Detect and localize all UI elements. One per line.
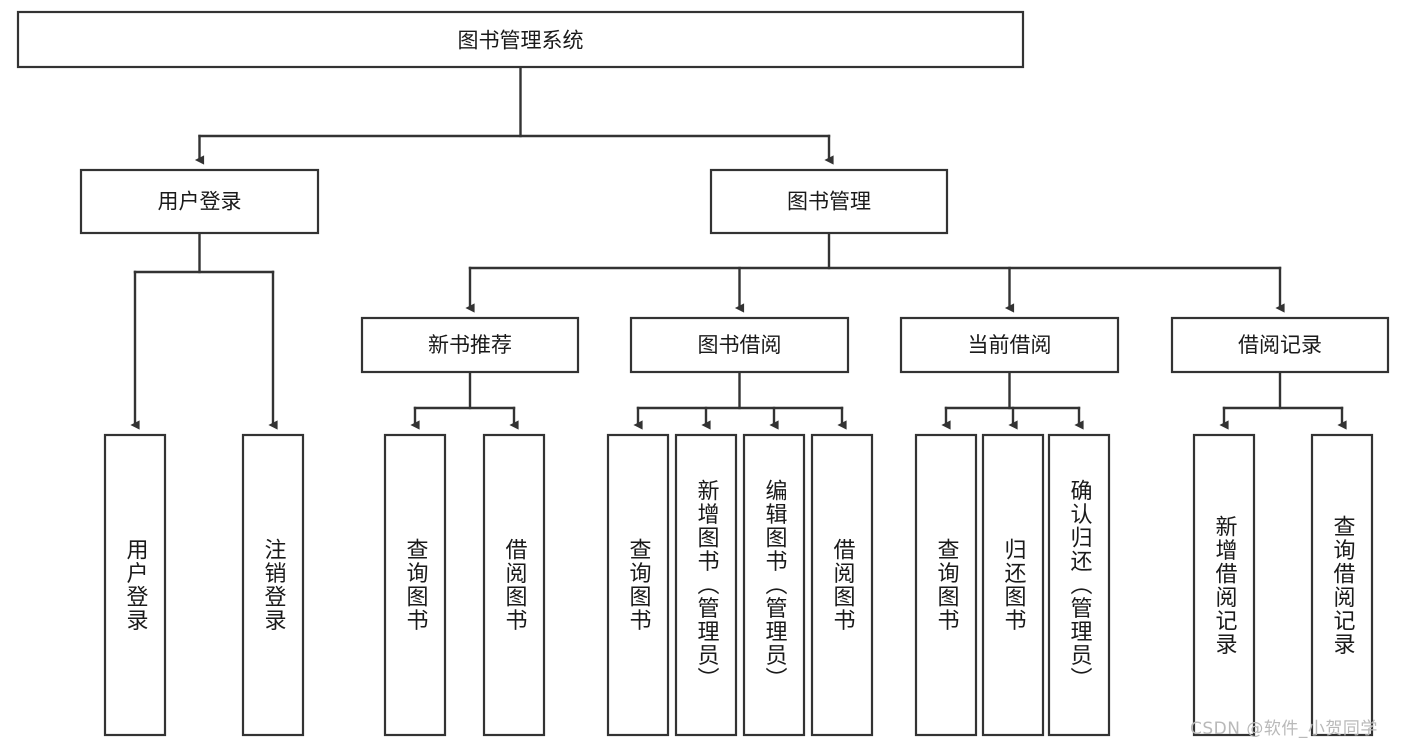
label-leaf-query-book-2: 查询图书 (625, 538, 651, 632)
node-box-book-borrow[interactable] (629, 316, 850, 374)
node-box-leaf-edit-book[interactable] (742, 433, 806, 737)
label-root: 图书管理系统 (458, 29, 584, 53)
node-box-root[interactable] (16, 10, 1025, 69)
label-leaf-borrow-book-2: 借阅图书 (829, 538, 855, 632)
label-book-manage: 图书管理 (787, 190, 871, 214)
label-leaf-add-record: 新增借阅记录 (1211, 514, 1237, 656)
node-box-current-borrow[interactable] (899, 316, 1120, 374)
node-box-leaf-add-book[interactable] (674, 433, 738, 737)
node-box-new-book-rec[interactable] (360, 316, 580, 374)
label-new-book-rec: 新书推荐 (428, 333, 512, 357)
node-rect-group (16, 10, 1390, 737)
label-leaf-confirm-return: 确认归还（管理员） (1066, 479, 1092, 691)
label-leaf-add-book: 新增图书（管理员） (693, 479, 719, 691)
node-box-leaf-add-record[interactable] (1192, 433, 1256, 737)
node-box-leaf-borrow-book-2[interactable] (810, 433, 874, 737)
label-book-borrow: 图书借阅 (698, 333, 782, 357)
edge-group (130, 65, 1347, 430)
label-user-login: 用户登录 (158, 190, 242, 214)
node-box-book-manage[interactable] (709, 168, 949, 235)
label-leaf-query-book-1: 查询图书 (402, 538, 428, 632)
node-box-leaf-borrow-book-1[interactable] (482, 433, 546, 737)
node-label-group: 图书管理系统 用户登录 图书管理 新书推荐 图书借阅 当前借阅 借阅记录 (158, 29, 1323, 358)
node-box-leaf-query-book-1[interactable] (383, 433, 447, 737)
label-leaf-borrow-book-1: 借阅图书 (501, 538, 527, 632)
node-box-leaf-user-login[interactable] (103, 433, 167, 737)
node-box-leaf-query-book-3[interactable] (914, 433, 978, 737)
label-leaf-user-login: 用户登录 (122, 538, 148, 632)
label-borrow-record: 借阅记录 (1238, 333, 1322, 357)
node-box-leaf-confirm-return[interactable] (1047, 433, 1111, 737)
label-leaf-edit-book: 编辑图书（管理员） (761, 479, 787, 691)
node-box-leaf-return-book[interactable] (981, 433, 1045, 737)
node-box-leaf-logout[interactable] (241, 433, 305, 737)
node-box-leaf-query-book-2[interactable] (606, 433, 670, 737)
label-leaf-return-book: 归还图书 (1000, 538, 1026, 632)
label-leaf-query-record: 查询借阅记录 (1329, 514, 1355, 656)
node-box-user-login[interactable] (79, 168, 320, 235)
node-box-borrow-record[interactable] (1170, 316, 1390, 374)
label-leaf-logout: 注销登录 (260, 538, 286, 632)
label-current-borrow: 当前借阅 (968, 333, 1052, 357)
label-leaf-query-book-3: 查询图书 (933, 538, 959, 632)
watermark-text: CSDN @软件_小贺同学 (1190, 719, 1378, 739)
node-box-leaf-query-record[interactable] (1310, 433, 1374, 737)
